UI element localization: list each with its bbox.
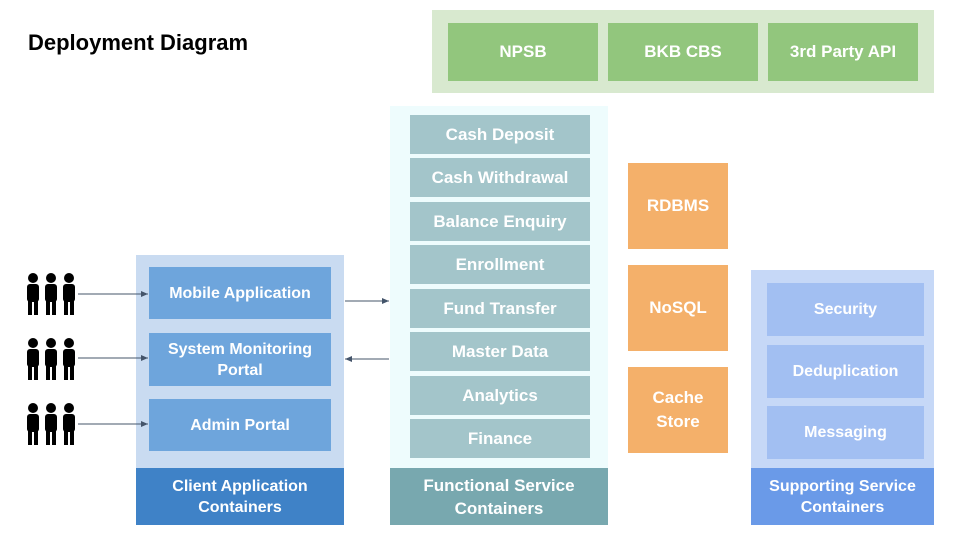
client-containers-label: Client Application Containers bbox=[136, 468, 344, 525]
functional-item-master-data: Master Data bbox=[410, 332, 590, 371]
user-group-icon bbox=[27, 403, 75, 445]
external-system-bkb-cbs: BKB CBS bbox=[608, 23, 758, 81]
supporting-item-deduplication: Deduplication bbox=[767, 345, 924, 398]
functional-item-finance: Finance bbox=[410, 419, 590, 458]
client-item-system-monitoring-portal: System Monitoring Portal bbox=[149, 333, 331, 386]
external-system-npsb: NPSB bbox=[448, 23, 598, 81]
functional-item-cash-deposit: Cash Deposit bbox=[410, 115, 590, 154]
data-store-rdbms: RDBMS bbox=[628, 163, 728, 249]
data-store-nosql: NoSQL bbox=[628, 265, 728, 351]
functional-item-analytics: Analytics bbox=[410, 376, 590, 415]
diagram-title: Deployment Diagram bbox=[28, 30, 249, 55]
functional-containers-label: Functional Service Containers bbox=[390, 468, 608, 525]
functional-item-fund-transfer: Fund Transfer bbox=[410, 289, 590, 328]
functional-item-enrollment: Enrollment bbox=[410, 245, 590, 284]
user-group-icon bbox=[27, 273, 75, 315]
client-item-admin-portal: Admin Portal bbox=[149, 399, 331, 451]
user-group-icon bbox=[27, 338, 75, 380]
data-store-cache-store: Cache Store bbox=[628, 367, 728, 453]
functional-item-cash-withdrawal: Cash Withdrawal bbox=[410, 158, 590, 197]
supporting-item-messaging: Messaging bbox=[767, 406, 924, 459]
supporting-item-security: Security bbox=[767, 283, 924, 336]
supporting-containers-label: Supporting Service Containers bbox=[751, 468, 934, 525]
client-item-mobile-application: Mobile Application bbox=[149, 267, 331, 319]
functional-item-balance-enquiry: Balance Enquiry bbox=[410, 202, 590, 241]
external-system-3rd-party-api: 3rd Party API bbox=[768, 23, 918, 81]
